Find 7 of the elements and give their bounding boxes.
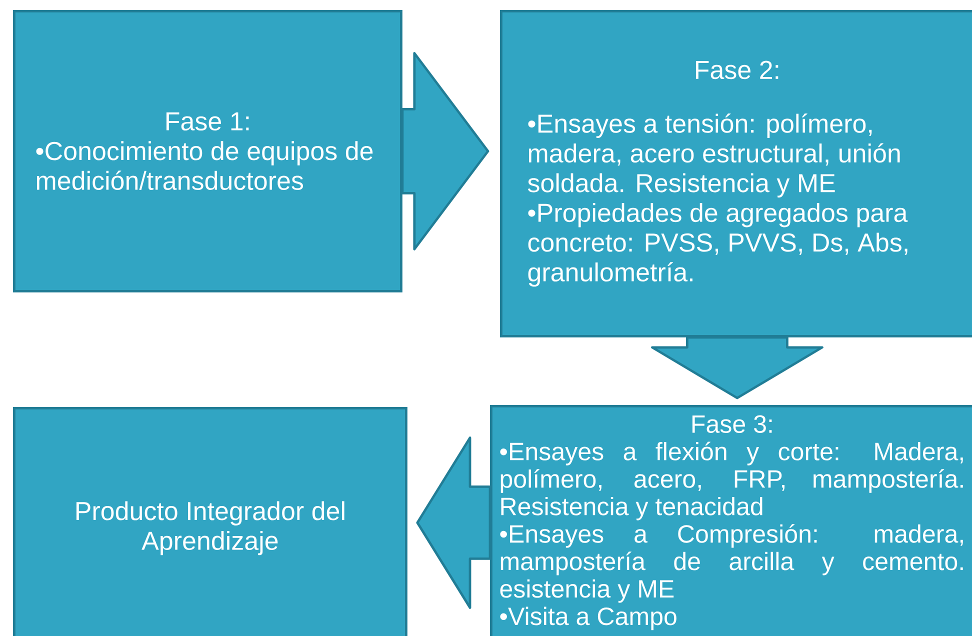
process-box: Producto Integrador del Aprendizaje: [13, 407, 408, 636]
process-box: Fase 2: •Ensayes a tensión: polímero, madera, acero estructural, unión soldada. Resistencia y ME •Propiedades de agregados para concreto: PVSS, PVVS, Ds, Abs, granulometría.: [500, 10, 972, 338]
block-arrow: [651, 336, 824, 400]
block-arrow: [416, 436, 492, 609]
process-box: Fase 1: •Conocimiento de equipos de medición/transductores: [13, 10, 402, 292]
block-arrow: [401, 52, 490, 250]
process-box: Fase 3: •Ensayes a flexión y corte: Madera, polímero, acero, FRP, mampostería. Resistencia y tenacidad •Ensayes a Compresión: madera, mampostería de arcilla y cemento. esistencia y ME •Visita a Campo: [490, 405, 972, 636]
